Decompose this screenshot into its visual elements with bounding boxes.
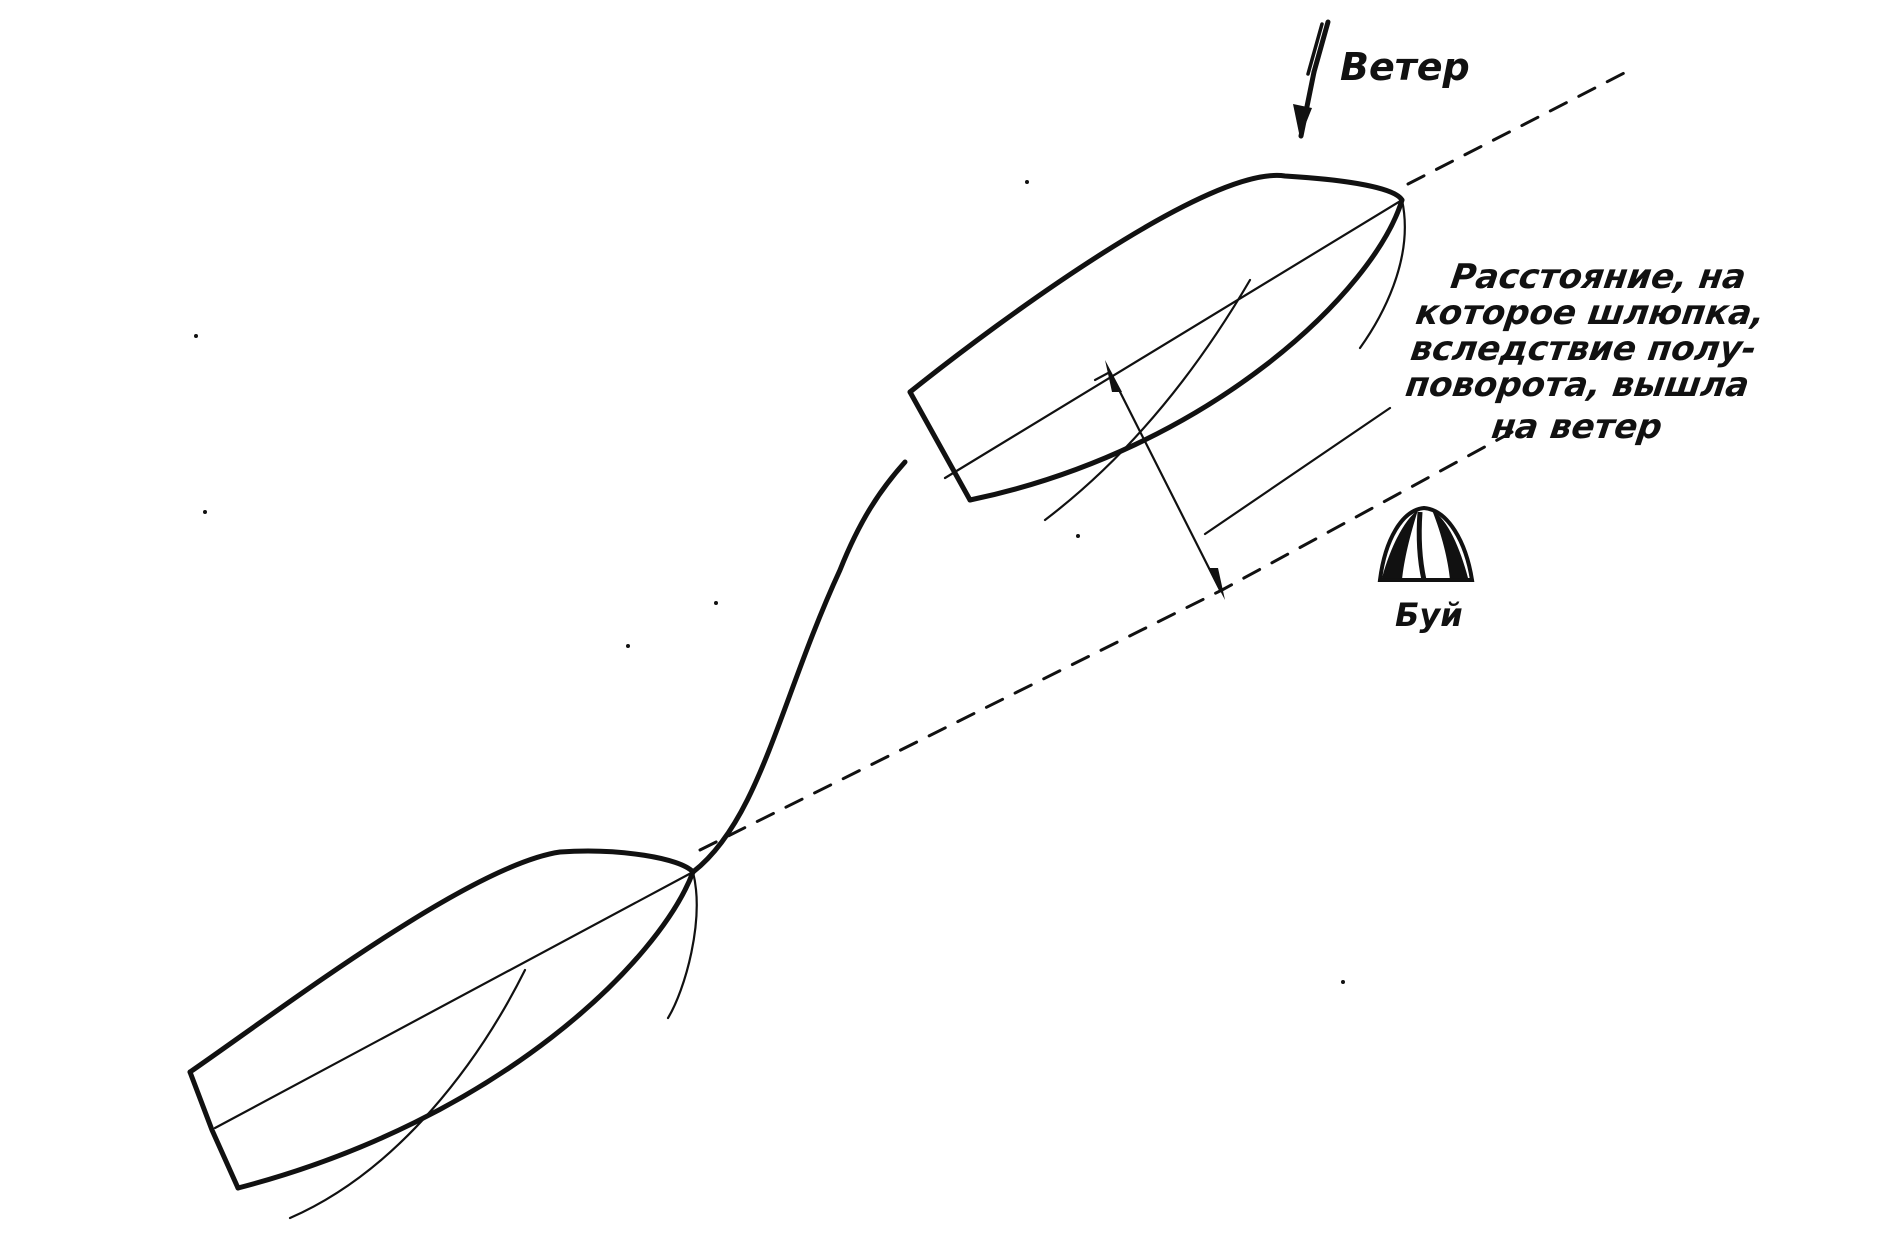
lower-boat <box>187 848 698 1220</box>
wind-label: Ветер <box>1340 45 1470 89</box>
buoy-label: Буй <box>1395 596 1463 634</box>
scan-specks <box>194 180 1345 984</box>
upper-boat <box>907 173 1406 522</box>
lower-dashed-line <box>698 430 1514 852</box>
distance-line-3: вследствие полу- <box>1408 329 1759 369</box>
buoy-icon <box>1377 505 1475 582</box>
distance-line-1: Расстояние, на <box>1448 257 1748 297</box>
wind-arrow-icon <box>1293 19 1331 139</box>
distance-line-5: на ветер <box>1489 407 1664 447</box>
boat-track <box>690 459 908 875</box>
distance-line-4: поворота, вышла <box>1403 365 1752 405</box>
distance-description: Расстояние, на которое шлюпка, вследстви… <box>1403 257 1767 447</box>
distance-measure <box>1093 360 1392 600</box>
distance-line-2: которое шлюпка, <box>1413 293 1767 333</box>
upper-dashed-line <box>1406 68 1632 186</box>
